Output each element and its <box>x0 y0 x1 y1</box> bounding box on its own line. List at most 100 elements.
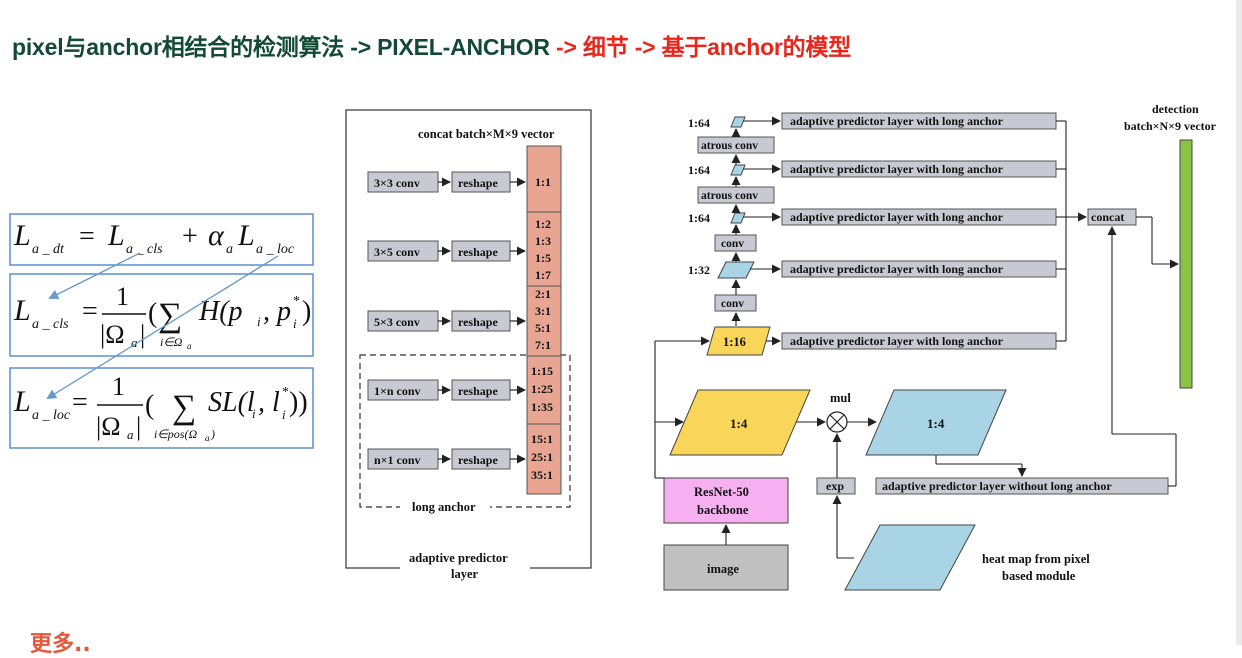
title-part-red: -> 细节 -> 基于anchor的模型 <box>556 34 852 60</box>
ratio-label: 5:1 <box>535 321 551 335</box>
svg-text:adaptive predictor layer with: adaptive predictor layer with long ancho… <box>790 162 1004 176</box>
apl-long-3: adaptive predictor layer with long ancho… <box>781 208 1057 226</box>
svg-text:a: a <box>205 433 210 443</box>
resnet-backbone: ResNet-50 backbone <box>663 477 789 524</box>
ratio-label: 1:25 <box>531 382 553 396</box>
ratio-label: 7:1 <box>535 338 551 352</box>
svg-text:a: a <box>226 242 233 257</box>
apl-output-bus <box>1056 120 1087 342</box>
svg-text:*: * <box>282 385 289 400</box>
ratio-label: 35:1 <box>531 468 553 482</box>
scale-label: 1:64 <box>688 116 710 130</box>
formula-box-3 <box>9 367 314 449</box>
svg-text:): ) <box>210 427 215 441</box>
svg-text:reshape: reshape <box>458 245 498 259</box>
svg-text:adaptive predictor layer with: adaptive predictor layer with long ancho… <box>790 210 1004 224</box>
detection-output-bar <box>1179 139 1193 389</box>
svg-text:5×3 conv: 5×3 conv <box>374 315 420 329</box>
title-part-green: pixel与anchor相结合的检测算法 -> PIXEL-ANCHOR <box>12 34 557 60</box>
svg-text:=: = <box>82 296 98 327</box>
svg-text:, p: , p <box>263 296 291 327</box>
apl-long-1: adaptive predictor layer with long ancho… <box>781 112 1057 130</box>
svg-text:=: = <box>79 221 95 252</box>
conv-row-nx1: n×1 conv reshape <box>367 448 526 470</box>
svg-text:=: = <box>72 387 88 418</box>
svg-text:adaptive predictor layer with: adaptive predictor layer with long ancho… <box>790 114 1004 128</box>
svg-text:i: i <box>282 407 286 422</box>
panel-caption-line1: adaptive predictor <box>409 551 508 565</box>
ratio-label: 2:1 <box>535 287 551 301</box>
ratio-label: 1:35 <box>531 400 553 414</box>
feature-maps-small <box>717 116 755 279</box>
svg-text:i∈pos(Ω: i∈pos(Ω <box>154 427 197 441</box>
svg-text:+: + <box>182 221 198 252</box>
ratio-label: 1:7 <box>535 268 551 282</box>
anchor-ratio-column <box>526 145 562 495</box>
apl-long-4: adaptive predictor layer with long ancho… <box>781 260 1057 278</box>
svg-text:exp: exp <box>826 479 844 493</box>
svg-text:a: a <box>187 341 192 351</box>
svg-text:1:4: 1:4 <box>927 416 945 431</box>
svg-text:a: a <box>127 427 134 442</box>
apl-long-2: adaptive predictor layer with long ancho… <box>781 160 1057 178</box>
svg-text:1: 1 <box>116 282 129 311</box>
svg-text:adaptive predictor layer with: adaptive predictor layer with long ancho… <box>790 334 1004 348</box>
svg-text:|: | <box>140 320 145 349</box>
svg-text:L: L <box>237 219 255 252</box>
mul-operator <box>826 411 848 433</box>
svg-text:atrous conv: atrous conv <box>701 140 758 152</box>
svg-text:1:4: 1:4 <box>730 416 748 431</box>
mul-label: mul <box>830 391 851 405</box>
scale-label: 1:64 <box>688 163 710 177</box>
svg-text:a _ cls: a _ cls <box>126 242 163 257</box>
svg-text:L: L <box>13 219 31 252</box>
svg-text:reshape: reshape <box>458 453 498 467</box>
image-input: image <box>663 544 789 591</box>
svg-text:L: L <box>107 219 125 252</box>
svg-text:1×n conv: 1×n conv <box>374 384 421 398</box>
svg-text:3×5 conv: 3×5 conv <box>374 245 420 259</box>
panel-caption-line2: layer <box>451 567 479 581</box>
formula-total-loss: L a _ dt = L a _ cls + α a L a _ loc <box>13 219 295 257</box>
svg-text:n×1 conv: n×1 conv <box>374 453 421 467</box>
svg-text:a _ cls: a _ cls <box>32 317 69 332</box>
conv-row-1xn: 1×n conv reshape <box>367 379 526 401</box>
svg-text:i: i <box>252 406 256 421</box>
svg-text:reshape: reshape <box>458 315 498 329</box>
svg-text:(: ( <box>148 298 157 329</box>
ratio-label: 25:1 <box>531 450 553 464</box>
scrollbar[interactable] <box>1236 0 1242 645</box>
apl-long-5: adaptive predictor layer with long ancho… <box>781 332 1057 350</box>
svg-text:a _ loc: a _ loc <box>32 408 71 423</box>
svg-text:adaptive predictor layer with: adaptive predictor layer with long ancho… <box>790 262 1004 276</box>
ratio-labels: 1:1 1:2 1:3 1:5 1:7 2:1 3:1 5:1 7:1 1:15… <box>531 175 553 482</box>
feature-map-1-4-yellow: 1:4 <box>669 389 811 456</box>
conv-row-3x3: 3×3 conv reshape <box>367 171 526 193</box>
heatmap-label-line2: based module <box>1002 569 1076 583</box>
svg-text:backbone: backbone <box>697 503 749 517</box>
feature-map-1-16: 1:16 <box>706 326 771 356</box>
detection-label: detection <box>1152 102 1199 116</box>
svg-text:adaptive predictor layer witho: adaptive predictor layer without long an… <box>882 479 1112 493</box>
svg-text:L: L <box>13 385 31 418</box>
svg-text:a _ loc: a _ loc <box>256 242 295 257</box>
svg-text:*: * <box>293 294 300 309</box>
svg-text:reshape: reshape <box>458 176 498 190</box>
svg-text:∑: ∑ <box>172 389 196 426</box>
apl-no-long: adaptive predictor layer without long an… <box>875 477 1169 495</box>
svg-text:conv: conv <box>721 298 744 310</box>
svg-text:conv: conv <box>721 238 744 250</box>
ratio-label: 15:1 <box>531 432 553 446</box>
ratio-label: 1:5 <box>535 251 551 265</box>
ratio-label: 1:2 <box>535 217 551 231</box>
svg-text:i∈Ω: i∈Ω <box>160 335 183 349</box>
svg-text:|Ω: |Ω <box>100 320 125 349</box>
long-anchor-region <box>359 354 571 508</box>
formula-loc-loss: L a _ loc = 1 |Ω a | ( ∑ i∈pos(Ω a ) SL(… <box>13 372 308 443</box>
connector-arrow-cls <box>48 252 141 299</box>
svg-text:image: image <box>707 562 739 576</box>
svg-text:i: i <box>293 316 297 331</box>
op-box-atrous-1: atrous conv <box>697 136 775 154</box>
svg-text:)): )) <box>289 387 308 418</box>
more-link-peek[interactable]: 更多.. <box>30 632 91 657</box>
